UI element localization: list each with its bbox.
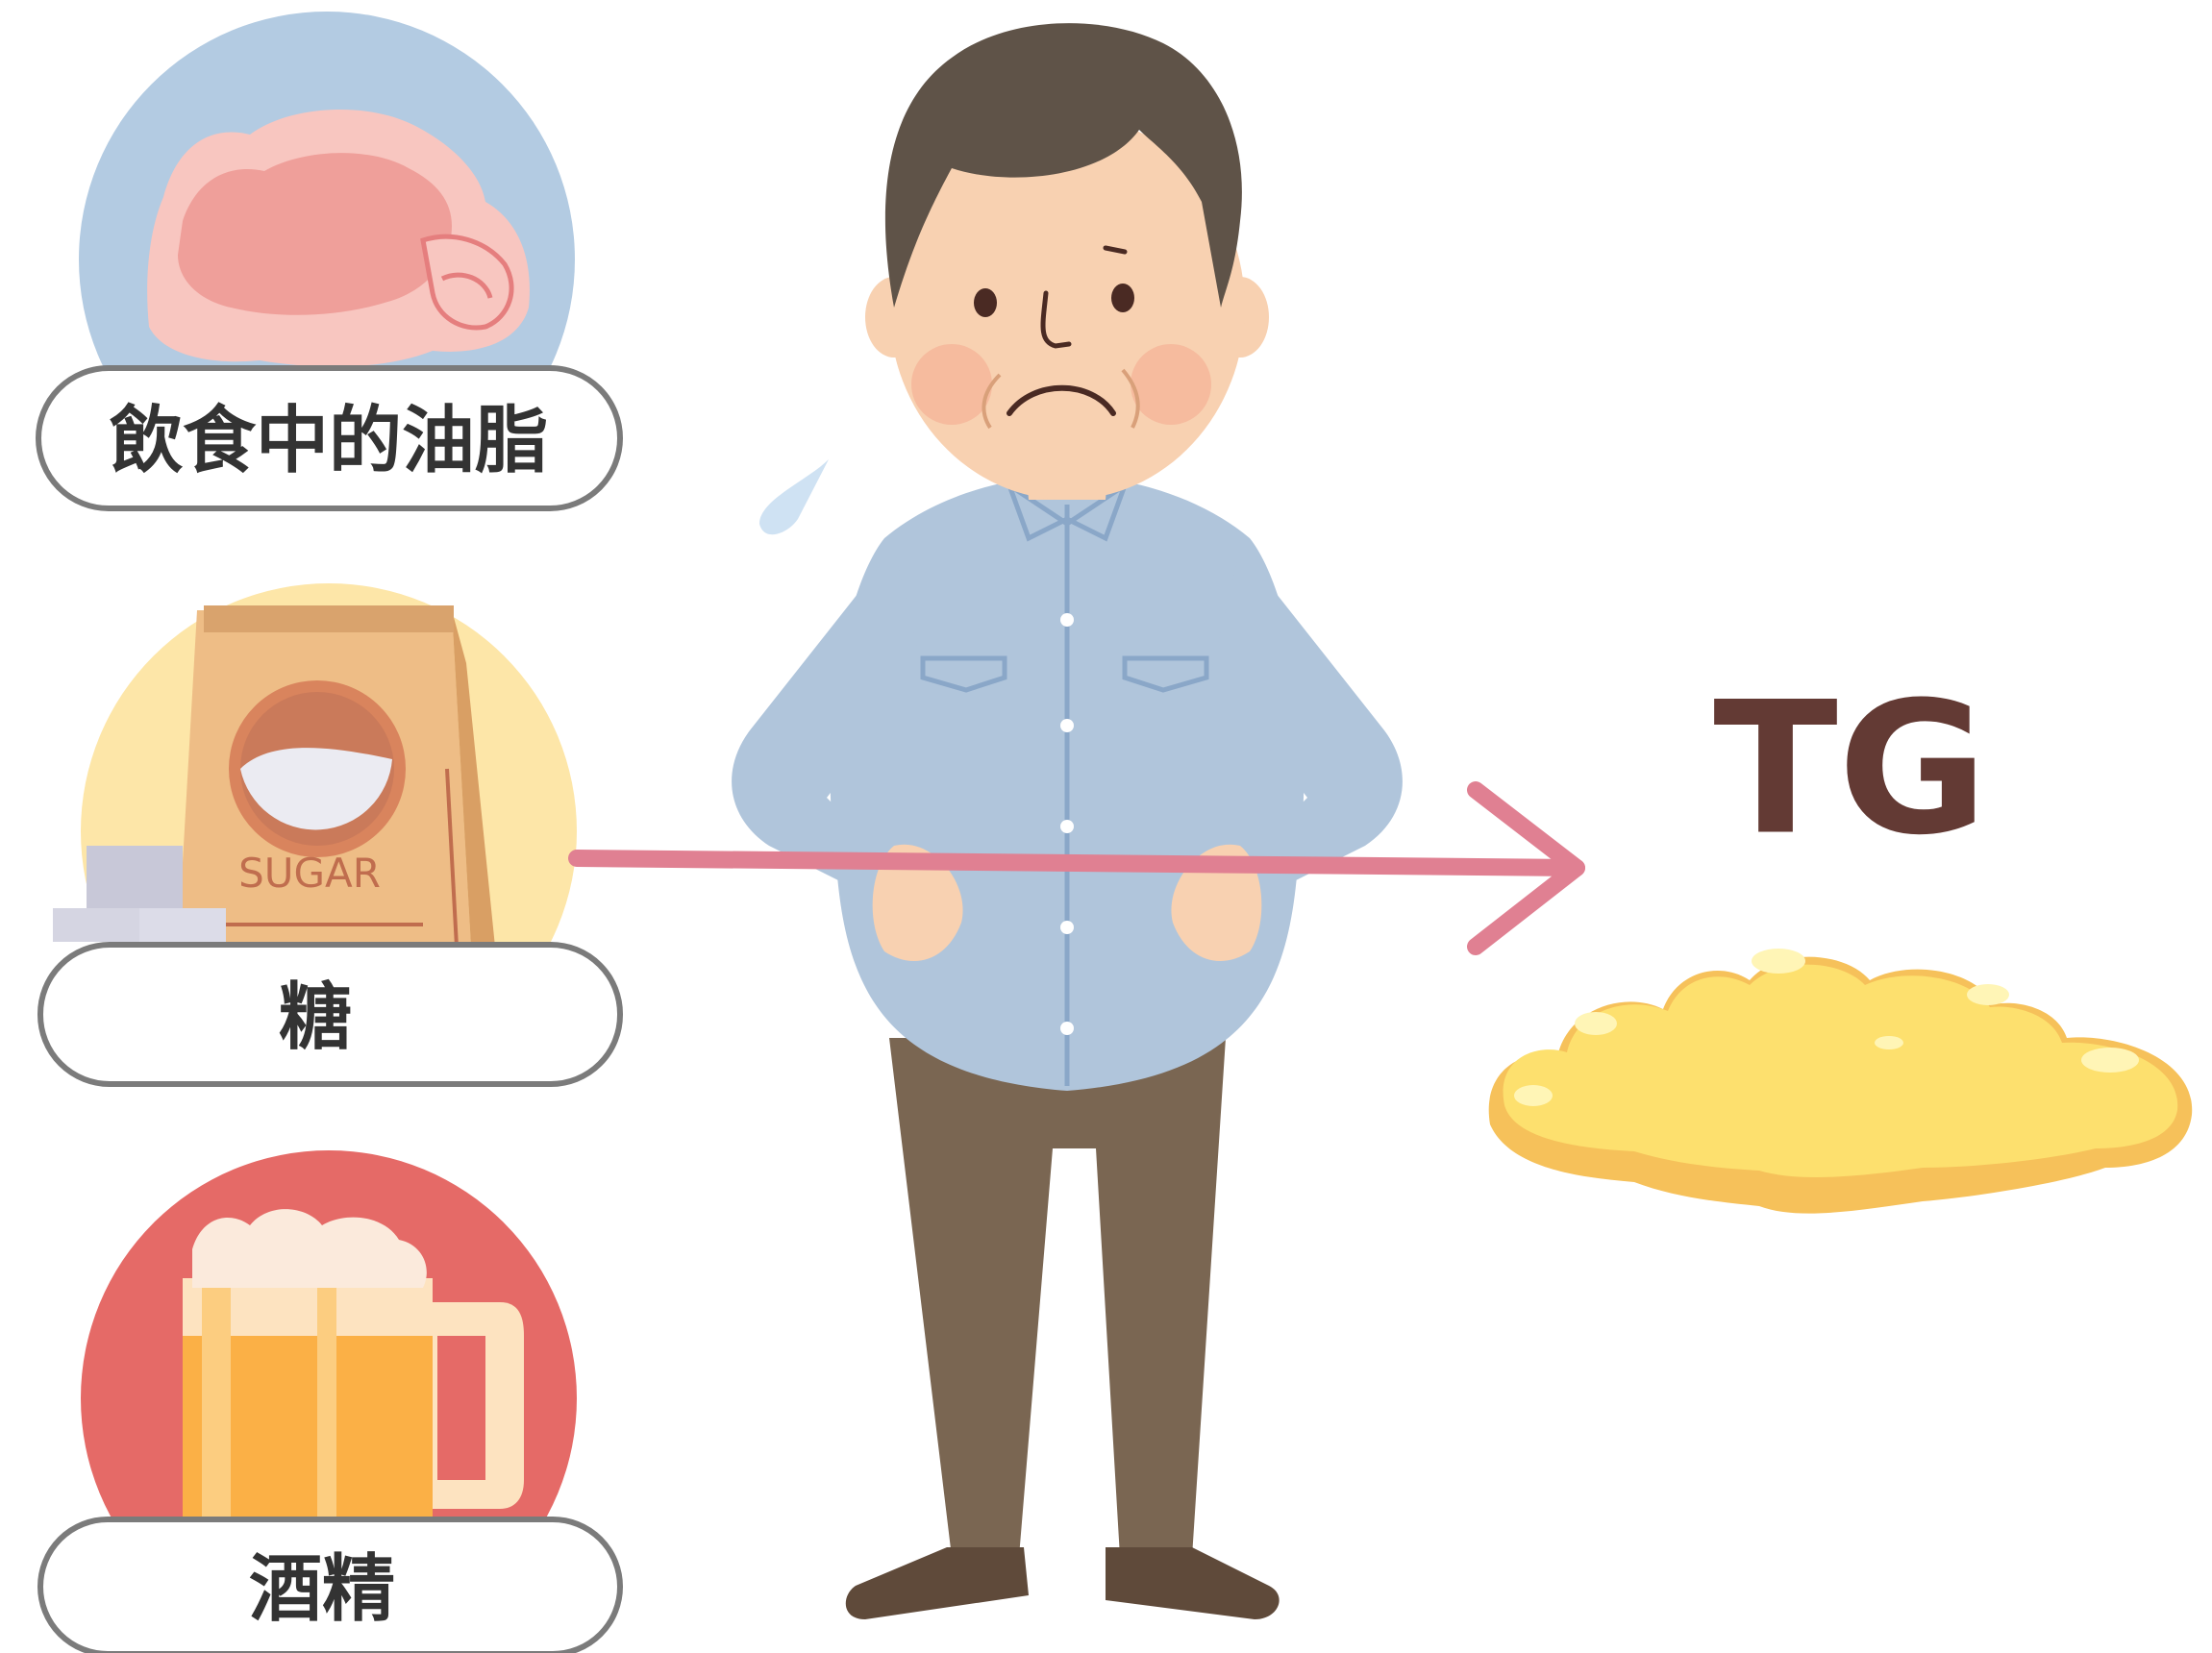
source-dietary-fat: 飲食中的油脂 — [36, 12, 623, 511]
result-label: TG — [1713, 663, 1988, 876]
sugar-bag-icon: SUGAR — [178, 605, 495, 942]
label-dietary-fat: 飲食中的油脂 — [110, 398, 548, 483]
pill-sugar: 糖 — [37, 942, 623, 1087]
arrow-right-icon — [568, 781, 1585, 955]
worried-man-icon — [732, 23, 1403, 1619]
source-alcohol: 酒精 — [37, 1150, 623, 1653]
sugar-bag-text: SUGAR — [238, 850, 381, 897]
fat-blob-icon — [1488, 949, 2193, 1214]
pill-alcohol: 酒精 — [37, 1517, 623, 1653]
meat-icon — [147, 109, 530, 367]
label-sugar: 糖 — [279, 975, 352, 1060]
sugar-cubes-icon — [53, 846, 226, 942]
label-alcohol: 酒精 — [249, 1546, 395, 1632]
pill-dietary-fat: 飲食中的油脂 — [36, 365, 623, 511]
source-sugar: SUGAR 糖 — [37, 583, 623, 1087]
beer-mug-icon — [183, 1209, 524, 1518]
